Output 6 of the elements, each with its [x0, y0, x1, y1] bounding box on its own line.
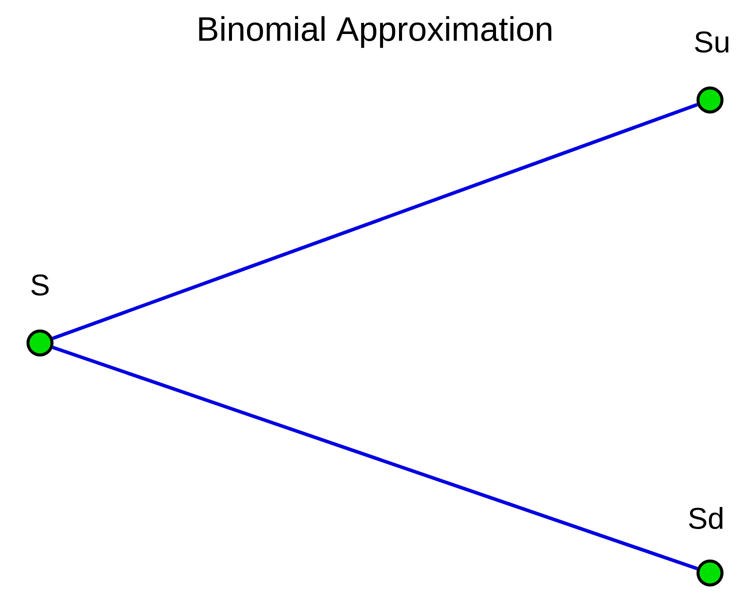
- line: [52, 102, 698, 340]
- node-label: Sd: [689, 506, 722, 530]
- title: Binomial Approximation: [199, 16, 552, 48]
- line: [52, 346, 698, 570]
- node-label: S: [31, 274, 49, 296]
- node-label: Su: [695, 31, 728, 53]
